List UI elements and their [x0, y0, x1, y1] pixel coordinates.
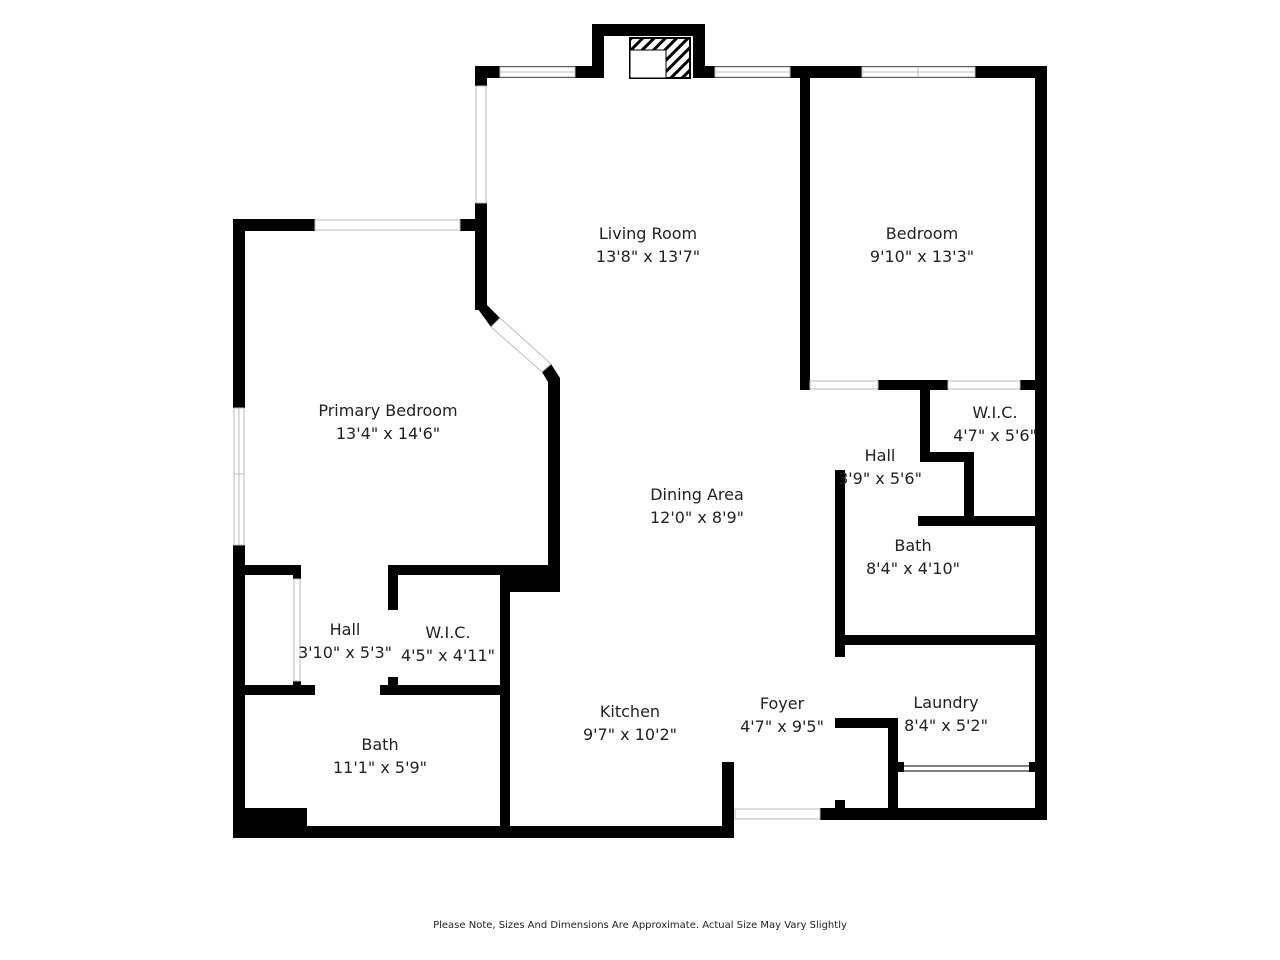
room-name: W.I.C. [972, 403, 1018, 422]
windows [233, 66, 1021, 820]
room-name: Living Room [598, 224, 698, 243]
room-dims: 4'7" x 5'6" [953, 426, 1037, 445]
room-name: Primary Bedroom [318, 401, 458, 420]
room-dims: 13'8" x 13'7" [595, 247, 701, 266]
room-name: Bath [894, 536, 932, 555]
room-name: Laundry [913, 693, 979, 712]
room-dims: 8'4" x 4'10" [865, 559, 961, 578]
room-name: Foyer [759, 694, 805, 713]
room-name: Hall [864, 446, 896, 465]
room-name: W.I.C. [425, 623, 471, 642]
disclaimer-note: Please Note, Sizes And Dimensions Are Ap… [433, 920, 847, 931]
room-living-room: Living Room 13'8" x 13'7" [596, 222, 700, 268]
room-primary-bedroom: Primary Bedroom 13'4" x 14'6" [318, 399, 457, 445]
room-dims: 11'1" x 5'9" [332, 758, 428, 777]
room-name: Hall [329, 620, 361, 639]
room-name: Kitchen [599, 702, 661, 721]
room-name: Bedroom [885, 224, 959, 243]
room-name: Dining Area [650, 485, 744, 504]
room-foyer: Foyer 4'7" x 9'5" [740, 692, 824, 738]
room-dims: 12'0" x 8'9" [649, 508, 745, 527]
room-dims: 13'4" x 14'6" [335, 424, 441, 443]
room-dims: 8'4" x 5'2" [904, 716, 988, 735]
room-bedroom: Bedroom 9'10" x 13'3" [870, 222, 974, 268]
room-dims: 3'9" x 5'6" [838, 469, 922, 488]
room-kitchen: Kitchen 9'7" x 10'2" [583, 700, 677, 746]
room-bath: Bath 8'4" x 4'10" [866, 534, 960, 580]
room-laundry: Laundry 8'4" x 5'2" [904, 691, 988, 737]
room-wic-2: W.I.C. 4'5" x 4'11" [401, 621, 495, 667]
room-bath-2: Bath 11'1" x 5'9" [333, 733, 427, 779]
room-dims: 4'5" x 4'11" [400, 646, 496, 665]
room-dining-area: Dining Area 12'0" x 8'9" [650, 483, 744, 529]
room-name: Bath [361, 735, 399, 754]
room-hall-2: Hall 3'10" x 5'3" [298, 618, 392, 664]
room-hall: Hall 3'9" x 5'6" [838, 444, 922, 490]
room-dims: 4'7" x 9'5" [740, 717, 824, 736]
room-dims: 9'7" x 10'2" [582, 725, 678, 744]
room-dims: 9'10" x 13'3" [869, 247, 975, 266]
room-dims: 3'10" x 5'3" [297, 643, 393, 662]
room-wic: W.I.C. 4'7" x 5'6" [953, 401, 1037, 447]
